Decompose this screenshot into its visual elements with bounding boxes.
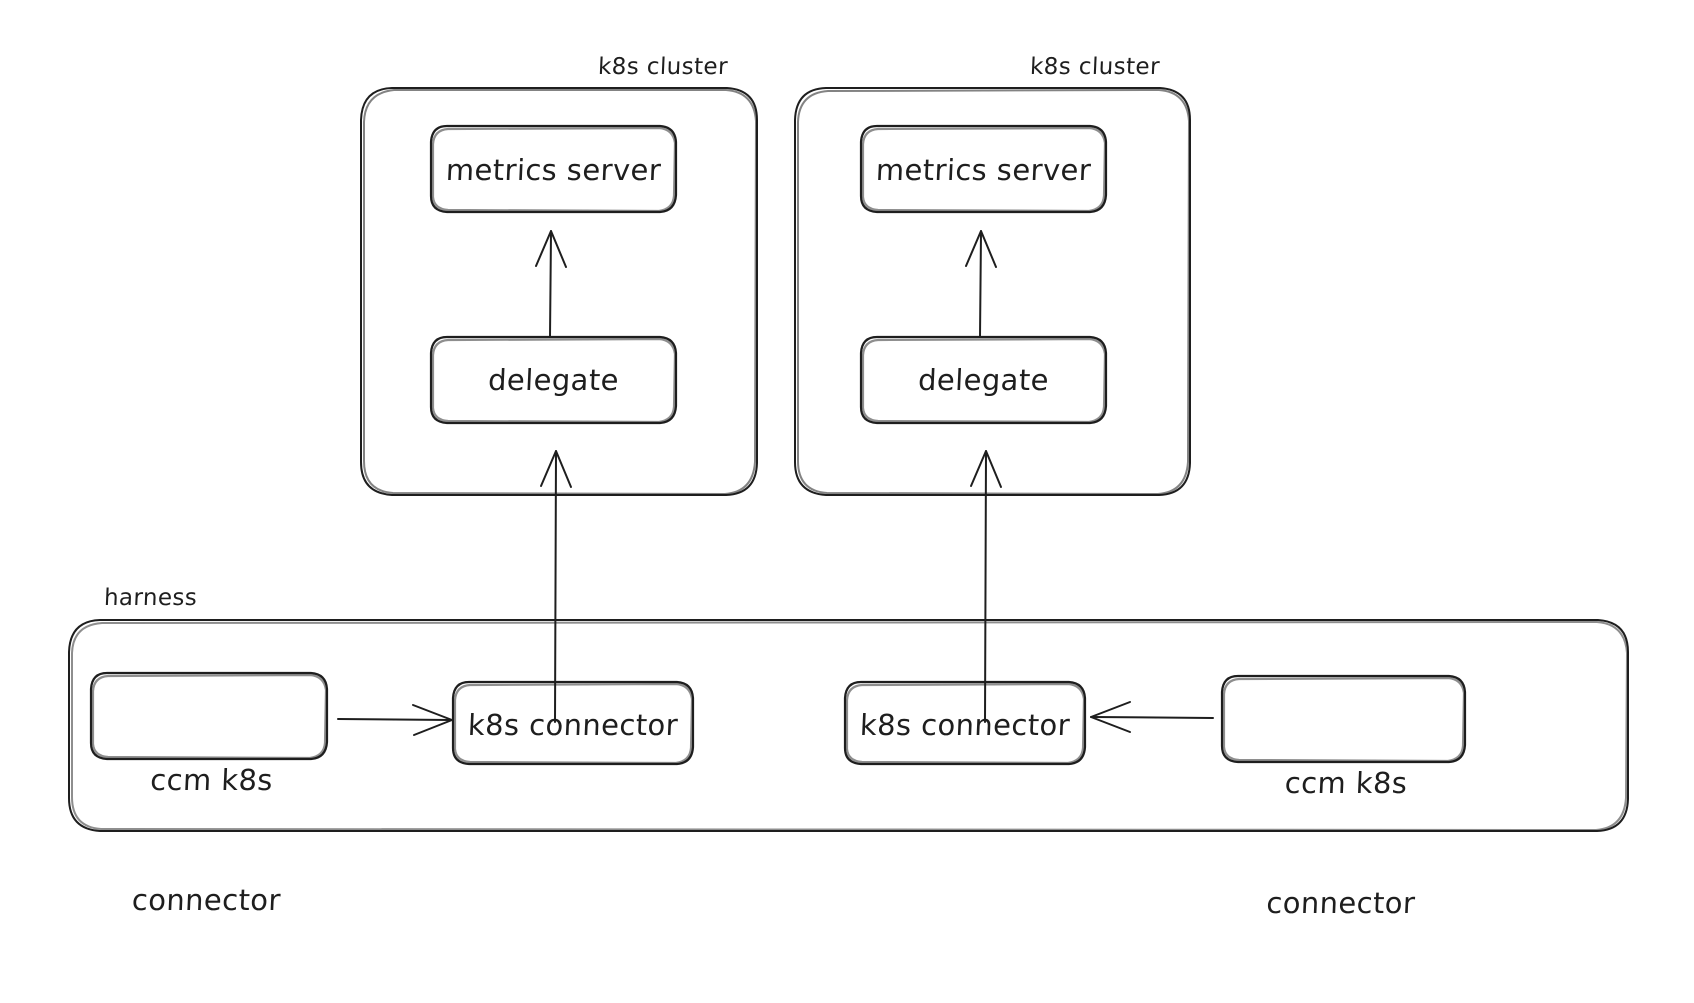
node-label-metrics-server-right: metrics server [875,153,1092,187]
node-label-ccm-k8s-connector-left: ccm k8s connector [84,680,334,1000]
node-ccm-k8s-connector-left[interactable] [89,671,329,761]
edge-k8sconn-to-delegate-right [970,450,1002,723]
edge-delegate-to-metrics-left [535,230,567,338]
node-delegate-left[interactable] [429,335,678,425]
node-label-line-1: ccm k8s [149,763,274,797]
node-k8s-connector-left[interactable] [451,680,695,766]
node-metrics-server-left[interactable] [429,124,678,214]
node-label-delegate-left: delegate [487,363,620,397]
group-harness[interactable] [68,619,1629,832]
node-label-ccm-k8s-connector-right: ccm k8s connector [1215,683,1472,1003]
node-ccm-k8s-connector-right[interactable] [1220,674,1467,764]
group-label-harness: harness [103,585,198,611]
node-label-k8s-connector-right: k8s connector [859,708,1071,742]
node-label-metrics-server-left: metrics server [445,153,662,187]
node-k8s-connector-right[interactable] [843,680,1087,766]
edge-ccm-to-k8sconn-left [337,704,453,736]
group-label-k8s-cluster-left: k8s cluster [597,54,729,80]
node-label-delegate-right: delegate [917,363,1050,397]
group-k8s-cluster-left[interactable] [360,87,758,496]
node-label-k8s-connector-left: k8s connector [467,708,679,742]
edge-delegate-to-metrics-right [965,230,997,338]
node-label-line-1: ccm k8s [1284,766,1409,800]
node-label-line-2: connector [1265,886,1417,920]
node-delegate-right[interactable] [859,335,1108,425]
group-label-k8s-cluster-right: k8s cluster [1029,54,1161,80]
edge-ccm-to-k8sconn-right [1090,701,1214,733]
node-metrics-server-right[interactable] [859,124,1108,214]
group-k8s-cluster-right[interactable] [794,87,1191,496]
node-label-line-2: connector [131,883,282,917]
edge-k8sconn-to-delegate-left [540,450,572,723]
